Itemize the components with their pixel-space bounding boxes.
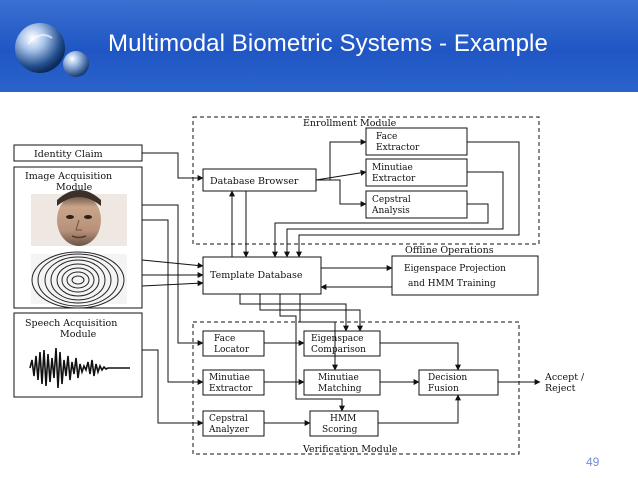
minutiae-extractor-bottom-label-2: Extractor <box>209 384 253 394</box>
image-acquisition-label-2: Module <box>56 182 93 193</box>
eigenspace-projection-label-2: and HMM Training <box>408 279 496 289</box>
minutiae-extractor-bottom-box <box>202 369 265 396</box>
eigenspace-comparison-label-2: Comparison <box>311 345 366 355</box>
database-browser-label: Database Browser <box>210 176 299 187</box>
cepstral-analysis-label-2: Analysis <box>371 206 410 216</box>
hmm-scoring-label-2: Scoring <box>322 425 358 435</box>
minutiae-matching-label-2: Matching <box>318 384 362 394</box>
face-photo <box>31 190 127 246</box>
enrollment-module-label: Enrollment Module <box>303 118 397 129</box>
offline-operations-label: Offline Operations <box>405 245 494 256</box>
decision-fusion-label-1: Decision <box>428 373 467 383</box>
cepstral-analyzer-label-1: Cepstral <box>209 414 248 424</box>
minutiae-matching-box <box>303 369 381 396</box>
image-acquisition-label-1: Image Acquisition <box>25 171 112 182</box>
page-number: 49 <box>586 455 600 469</box>
face-locator-label-2: Locator <box>214 345 250 355</box>
face-extractor-label-2: Extractor <box>376 143 420 153</box>
template-database-box <box>202 256 322 295</box>
slide-header: Multimodal Biometric Systems - Example <box>0 0 638 92</box>
diagram-connectors <box>141 139 541 426</box>
identity-claim-label: Identity Claim <box>34 149 103 160</box>
minutiae-extractor-bottom-label-1: Minutiae <box>209 373 250 383</box>
minutiae-extractor-top-label-2: Extractor <box>372 174 416 184</box>
cepstral-analysis-box <box>365 190 468 219</box>
face-locator-label-1: Face <box>214 334 235 344</box>
hmm-scoring-label-1: HMM <box>330 414 356 424</box>
eigenspace-comparison-box <box>303 330 381 357</box>
accept-reject-label-2: Reject <box>545 383 576 394</box>
cepstral-analysis-label-1: Cepstral <box>372 195 411 205</box>
speech-acquisition-label-2: Module <box>60 329 97 340</box>
minutiae-extractor-top-label-1: Minutiae <box>372 163 413 173</box>
minutiae-extractor-top-box <box>365 158 468 187</box>
face-locator-box <box>202 330 265 357</box>
verification-module-label: Verification Module <box>302 444 398 455</box>
speech-acquisition-box <box>13 312 143 398</box>
face-extractor-box <box>365 127 468 156</box>
eigenspace-projection-label-1: Eigenspace Projection <box>404 264 506 274</box>
decision-fusion-label-2: Fusion <box>428 384 459 394</box>
face-extractor-label-1: Face <box>376 132 397 142</box>
eigenspace-projection-box <box>391 255 539 296</box>
slide-title: Multimodal Biometric Systems - Example <box>108 30 548 57</box>
eigenspace-comparison-label-1: Eigenspace <box>311 334 363 344</box>
enrollment-module-frame <box>192 116 540 245</box>
fingerprint-image <box>31 251 127 309</box>
minutiae-matching-label-1: Minutiae <box>318 373 359 383</box>
speech-waveform <box>29 347 130 389</box>
accept-reject-label-1: Accept / <box>544 372 585 383</box>
template-database-label: Template Database <box>210 270 303 281</box>
verification-module-frame <box>192 321 520 455</box>
cepstral-analyzer-label-2: Analyzer <box>208 425 250 435</box>
speech-acquisition-label-1: Speech Acquisition <box>25 318 117 329</box>
decision-fusion-box <box>418 369 499 396</box>
sphere-logo-icon <box>15 23 89 77</box>
